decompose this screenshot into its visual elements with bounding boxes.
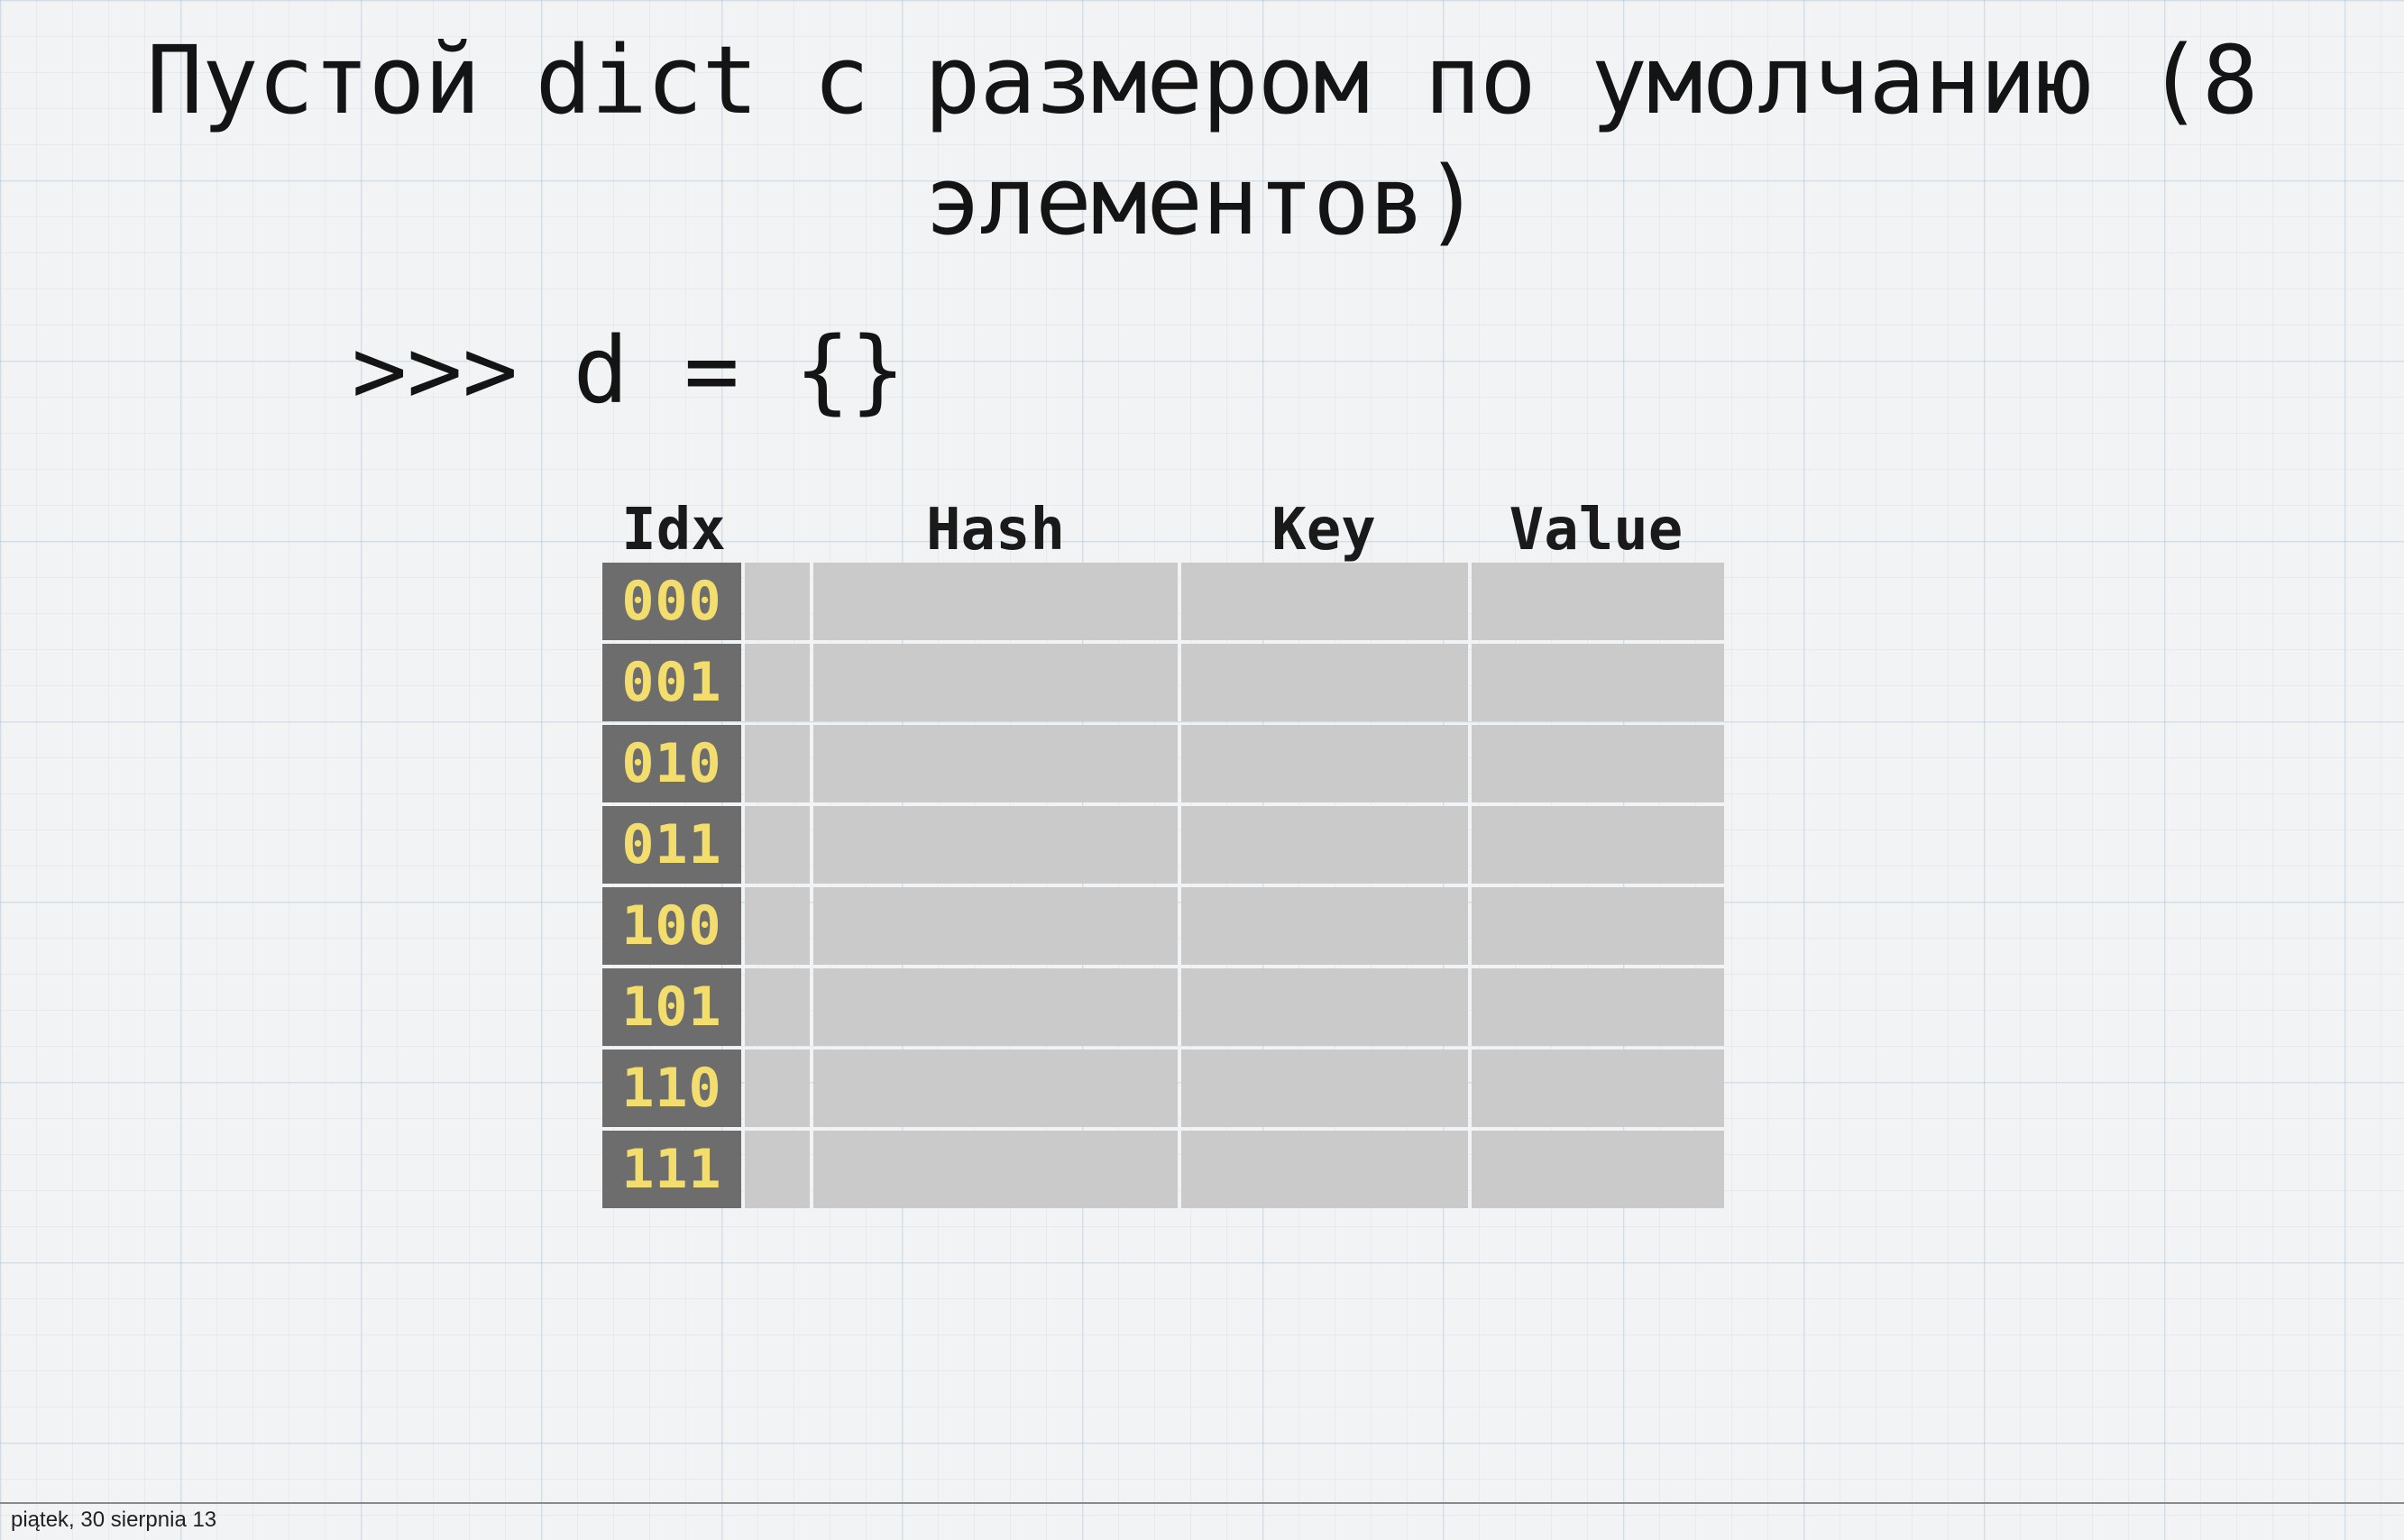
index-cell: 010 <box>602 725 741 802</box>
key-cell <box>1181 725 1468 802</box>
value-cell <box>1472 887 1724 965</box>
empty-slot-gap-cell <box>745 1131 810 1208</box>
table-row: 000 <box>602 563 1724 640</box>
index-cell: 001 <box>602 644 741 721</box>
footer-date: piątek, 30 sierpnia 13 <box>11 1508 217 1532</box>
value-cell <box>1472 644 1724 721</box>
empty-slot-gap-cell <box>745 1050 810 1127</box>
value-cell <box>1472 806 1724 884</box>
table-row: 101 <box>602 968 1724 1046</box>
column-header-value: Value <box>1509 497 1684 564</box>
column-header-key: Key <box>1271 497 1376 564</box>
empty-slot-gap-cell <box>745 887 810 965</box>
column-header-idx: Idx <box>621 497 726 564</box>
table-row: 011 <box>602 806 1724 884</box>
footer-divider <box>0 1502 2404 1504</box>
slide-title: Пустой dict с размером по умолчанию (8 э… <box>146 25 2258 256</box>
value-cell <box>1472 968 1724 1046</box>
index-cell: 110 <box>602 1050 741 1127</box>
hash-cell <box>813 725 1178 802</box>
value-cell <box>1472 1050 1724 1127</box>
index-cell: 111 <box>602 1131 741 1208</box>
index-cell: 011 <box>602 806 741 884</box>
code-line: >>> d = {} <box>352 317 906 425</box>
hash-cell <box>813 1050 1178 1127</box>
column-header-hash: Hash <box>925 497 1066 564</box>
table-row: 100 <box>602 887 1724 965</box>
value-cell <box>1472 563 1724 640</box>
index-cell: 100 <box>602 887 741 965</box>
table-row: 001 <box>602 644 1724 721</box>
hash-cell <box>813 644 1178 721</box>
empty-slot-gap-cell <box>745 968 810 1046</box>
table-row: 111 <box>602 1131 1724 1208</box>
key-cell <box>1181 887 1468 965</box>
index-cell: 000 <box>602 563 741 640</box>
empty-slot-gap-cell <box>745 725 810 802</box>
value-cell <box>1472 725 1724 802</box>
key-cell <box>1181 563 1468 640</box>
hash-cell <box>813 563 1178 640</box>
empty-slot-gap-cell <box>745 644 810 721</box>
hash-cell <box>813 1131 1178 1208</box>
hash-cell <box>813 806 1178 884</box>
empty-slot-gap-cell <box>745 806 810 884</box>
hash-cell <box>813 887 1178 965</box>
value-cell <box>1472 1131 1724 1208</box>
key-cell <box>1181 806 1468 884</box>
table-row: 010 <box>602 725 1724 802</box>
key-cell <box>1181 1050 1468 1127</box>
hash-table: 000 001 010 011 100 101 <box>602 563 1724 1208</box>
key-cell <box>1181 968 1468 1046</box>
index-cell: 101 <box>602 968 741 1046</box>
hash-cell <box>813 968 1178 1046</box>
table-row: 110 <box>602 1050 1724 1127</box>
empty-slot-gap-cell <box>745 563 810 640</box>
key-cell <box>1181 1131 1468 1208</box>
key-cell <box>1181 644 1468 721</box>
